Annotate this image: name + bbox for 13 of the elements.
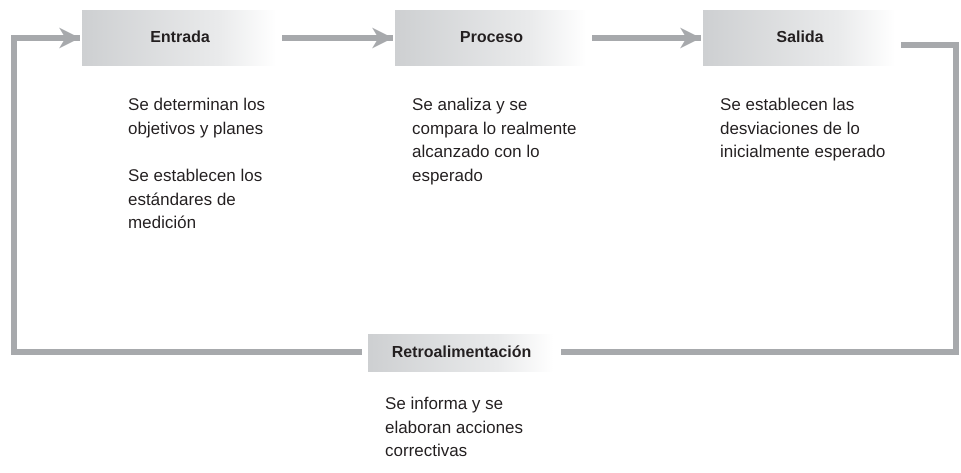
connector-line <box>561 42 959 355</box>
description-text: Se analiza y se compara lo realmente alcanzado con lo esperado <box>412 94 577 186</box>
description-text: Se informa y se elaboran acciones correctivas <box>385 393 524 462</box>
arrow <box>592 28 701 48</box>
box-title: Proceso <box>460 29 524 47</box>
arrow <box>282 28 393 48</box>
box-title: Salida <box>776 29 824 47</box>
description-text: Se establecen las desviaciones de lo inicialmente esperado <box>720 94 886 163</box>
description-text: Se determinan los objetivos y planes <box>128 94 266 140</box>
description-text: Se establecen los estándares de medición <box>128 165 264 234</box>
box-title: Entrada <box>150 29 210 47</box>
box-title: Retroalimentación <box>392 344 532 362</box>
arrow <box>11 28 362 355</box>
